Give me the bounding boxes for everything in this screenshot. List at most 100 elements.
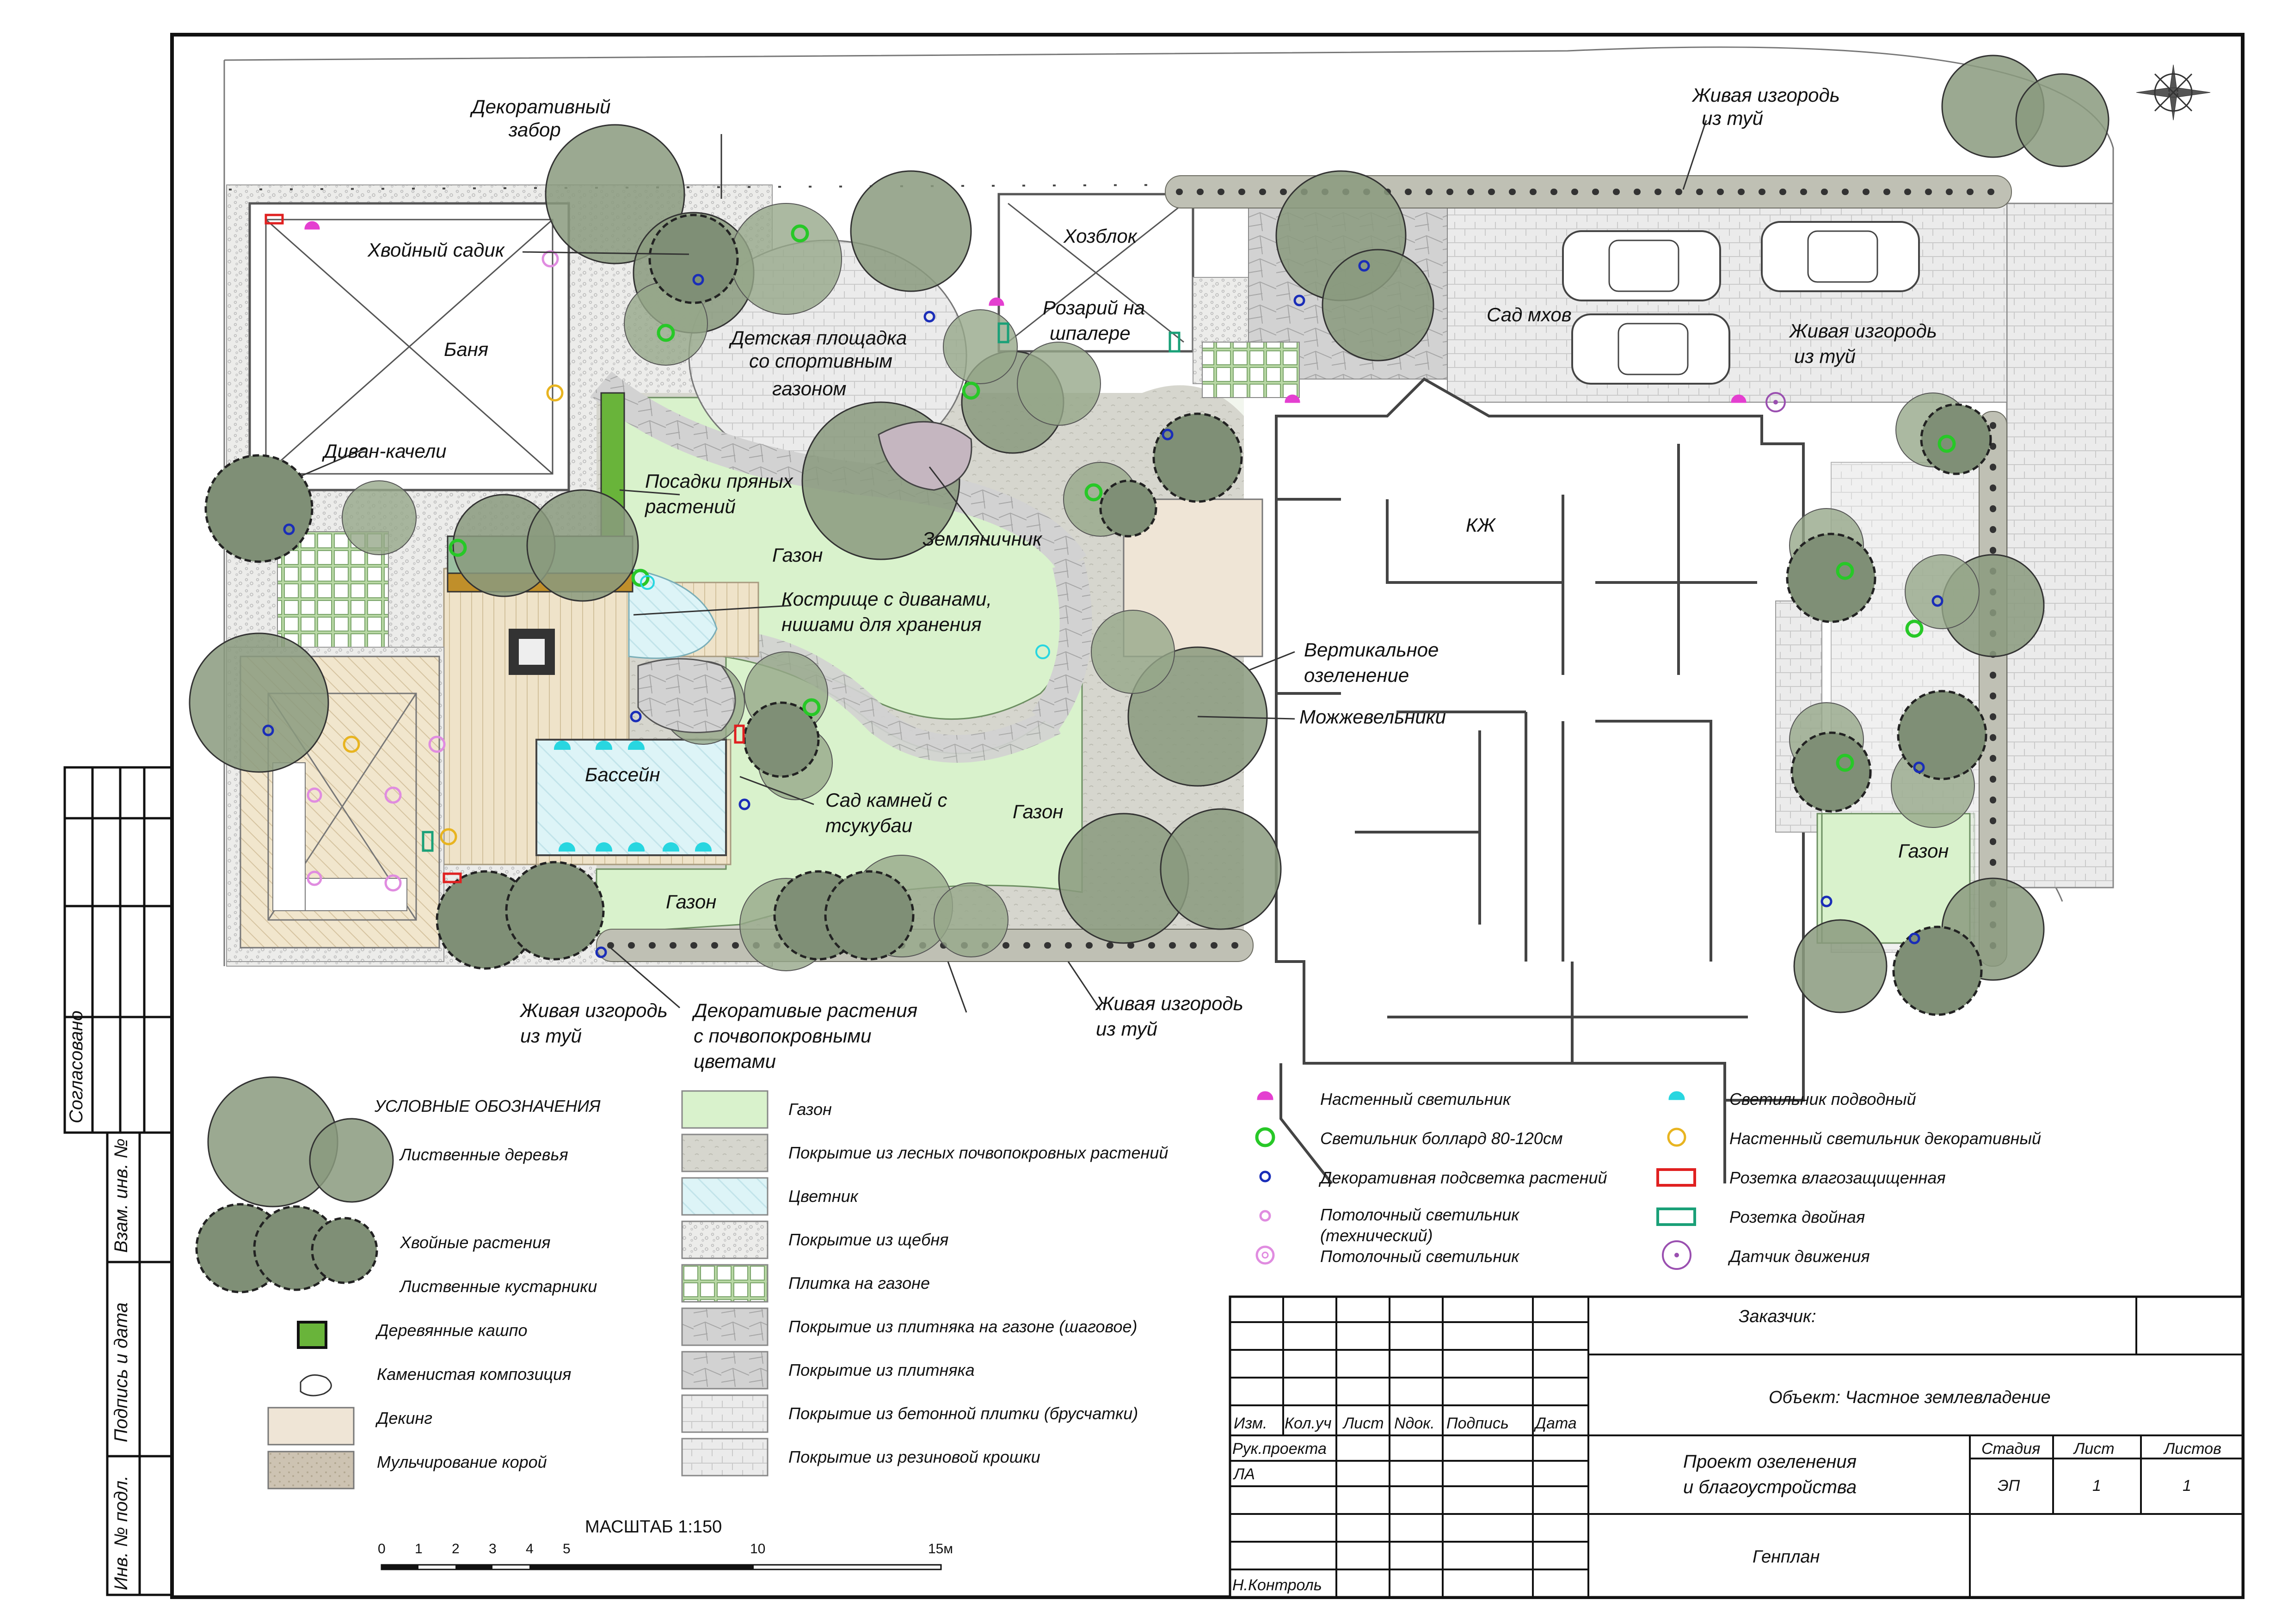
car [1562, 230, 1721, 301]
light-legend: Настенный светильник Светильник боллард … [1255, 1090, 2041, 1270]
underwater-lights [554, 575, 1050, 852]
legend-symbol-6: Мульчирование корой [377, 1452, 547, 1471]
label-junipers: Можжевельники [1299, 706, 1446, 728]
scale-tick-label: 4 [526, 1541, 534, 1557]
tb-col-izm: Изм. [1234, 1415, 1267, 1432]
surface-swatch [681, 1220, 769, 1259]
tb-customer: Заказчик: [1739, 1307, 1816, 1326]
label-lawn-east: Газон [1898, 840, 1949, 862]
surface-label: Покрытие из лесных почвопокровных растен… [788, 1143, 1168, 1162]
technical-ceiling-light-icon [1259, 1210, 1271, 1222]
label-hedge-top-1: Живая изгородь [1691, 84, 1840, 106]
label-herbs-2: растений [644, 496, 736, 517]
label-pool: Бассейн [585, 764, 660, 785]
surface-swatch [681, 1177, 769, 1216]
surface-swatch [681, 1307, 769, 1346]
label-hedge-br-2: из туй [1096, 1018, 1157, 1040]
surface-label: Цветник [788, 1187, 859, 1206]
label-dec-fence-2: забор [508, 119, 561, 141]
legend-symbol-0: Лиственные деревья [399, 1145, 568, 1164]
surface-label: Покрытие из плитняка [788, 1360, 975, 1379]
label-rock-garden-2: тсукубаи [825, 815, 912, 836]
light-label-1: Светильник боллард 80-120см [1320, 1129, 1563, 1148]
light-label-0: Настенный светильник [1320, 1090, 1512, 1109]
legend: УСЛОВНЫЕ ОБОЗНАЧЕНИЯ Лиственные деревья … [195, 1076, 2041, 1489]
label-hedge-bl-2: из туй [520, 1025, 582, 1047]
bollard-light-icon [1255, 1127, 1275, 1147]
tb-sheet-header: Лист [2073, 1440, 2115, 1458]
label-dec-fence-1: Декоративный [470, 96, 610, 117]
light-label-6: Настенный светильник декоративный [1729, 1129, 2041, 1148]
light-label-3b: (технический) [1320, 1226, 1433, 1245]
car [1761, 221, 1920, 292]
rock-garden [637, 658, 736, 733]
tb-col-podpis: Подпись [1446, 1415, 1509, 1432]
main-house [1275, 377, 1805, 1102]
label-hedge-br-1: Живая изгородь [1095, 993, 1243, 1014]
bollard-lights [449, 224, 1956, 772]
ceiling-lights [307, 250, 559, 892]
light-label-3: Потолочный светильник [1320, 1205, 1520, 1224]
surface-swatch [681, 1134, 769, 1172]
light-label-2: Декоративная подсветка растений [1318, 1168, 1607, 1187]
side-stamp [63, 766, 173, 1596]
legend-title: УСЛОВНЫЕ ОБОЗНАЧЕНИЯ [374, 1097, 601, 1115]
legend-symbol-5: Декинг [375, 1409, 432, 1428]
tb-col-ndok: Nдок. [1394, 1415, 1435, 1432]
deciduous-tree-icon [207, 1076, 394, 1207]
scale-tick-label: 15м [928, 1541, 953, 1557]
motion-sensor [1765, 392, 1786, 412]
label-conifer-garden: Хвойный садик [367, 239, 505, 261]
tb-sheet: 1 [2092, 1477, 2101, 1495]
wall-light-icon [1257, 1091, 1273, 1100]
plant-uplight-icon [1259, 1171, 1271, 1183]
label-banya: Баня [444, 338, 488, 360]
label-lawn-center: Газон [772, 544, 823, 566]
label-rock-garden-1: Сад камней с [825, 789, 947, 811]
stamp-agreed: Согласовано [66, 1011, 86, 1123]
decorative-wall-lights [343, 384, 564, 846]
waterproof-socket-icon [1656, 1168, 1696, 1187]
wooden-planter-icon [297, 1321, 327, 1349]
scale-tick-label: 2 [452, 1541, 460, 1557]
plant-uplights [262, 260, 1943, 958]
scale-title: МАСШТАБ 1:150 [585, 1517, 722, 1537]
pool [535, 739, 727, 856]
legend-symbol-4: Каменистая композиция [377, 1365, 571, 1384]
tb-role-control: Н.Контроль [1232, 1576, 1322, 1594]
wall-lights [304, 221, 1747, 403]
tb-col-list: Лист [1342, 1415, 1384, 1432]
label-vertical-green-1: Вертикальное [1304, 639, 1439, 661]
stamp-signature-date: Подпись и дата [111, 1302, 131, 1442]
label-playground-2: со спортивным [749, 350, 892, 372]
tb-stage-header: Стадия [1981, 1440, 2040, 1458]
label-dec-plants-2: с почвопокровными [694, 1025, 871, 1047]
label-herbs-1: Посадки пряных [645, 470, 794, 492]
label-dec-plants-3: цветами [694, 1050, 776, 1072]
label-hedge-right-2: из туй [1794, 345, 1856, 367]
decorative-wall-light-icon [1667, 1128, 1686, 1147]
label-fire-pit-2: нишами для хранения [781, 613, 982, 635]
tb-role-head: Рук.проекта [1232, 1440, 1327, 1458]
legend-symbol-1: Хвойные растения [400, 1233, 551, 1252]
tb-sheets: 1 [2183, 1477, 2191, 1495]
label-hedge-right-1: Живая изгородь [1789, 320, 1937, 342]
conifer-icon [195, 1203, 378, 1293]
label-rose-trellis-2: шпалере [1050, 322, 1131, 344]
road [2006, 202, 2114, 889]
label-playground-3: газоном [772, 378, 846, 399]
north-arrow-icon [2136, 64, 2211, 121]
tb-project-1: Проект озеленения [1683, 1452, 1857, 1472]
scale-tick-label: 5 [563, 1541, 571, 1557]
ceiling-light-icon [1255, 1245, 1275, 1265]
label-hedge-top-2: из туй [1702, 107, 1763, 129]
surface-label: Покрытие из резиновой крошки [788, 1447, 1040, 1466]
surface-label: Газон [788, 1100, 832, 1119]
title-block: Заказчик: Объект: Частное землевладение … [1229, 1295, 2244, 1599]
label-swing: Диван-качели [322, 440, 447, 462]
label-lawn-bottom: Газон [666, 891, 716, 913]
surface-swatch [681, 1264, 769, 1303]
strawberry-bed [878, 421, 972, 491]
